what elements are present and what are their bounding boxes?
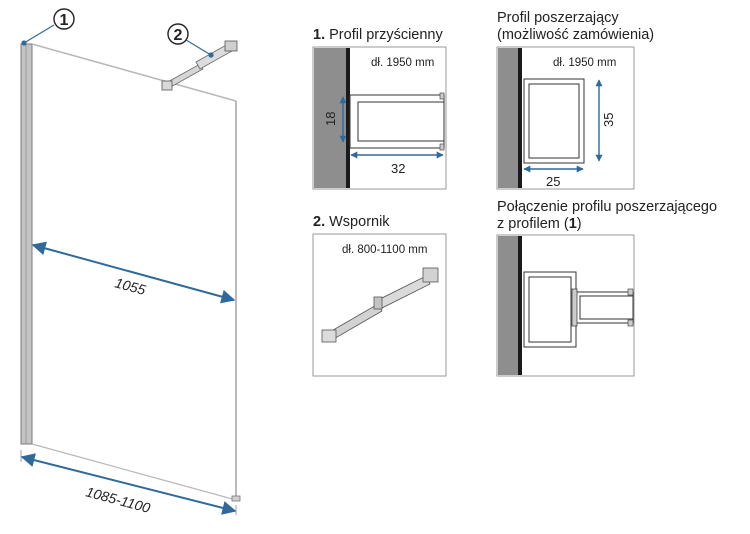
detail-extension-length: dł. 1950 mm [553, 57, 616, 69]
detail-connection-title-line1: Połączenie profilu poszerzającego [497, 199, 718, 215]
detail-connection-title: Połączenie profilu poszerzającego z prof… [497, 199, 717, 233]
detail-extension-dim-vertical-label: 35 [601, 113, 616, 127]
callout-1-circle [53, 8, 75, 30]
dimension-1055-label: 1055 [113, 274, 147, 298]
detail-extension-title: Profil poszerzający (możliwość zamówieni… [497, 10, 654, 44]
glass-top-edge [31, 43, 237, 102]
glass-foot [231, 495, 241, 502]
detail-connection-wall [498, 236, 518, 375]
detail-2-length: dł. 800-1100 mm [342, 244, 427, 256]
callout-2-dot [208, 52, 214, 58]
detail-connection-title-prefix: z profilem ( [497, 216, 569, 232]
detail-2-title: 2. Wspornik [313, 214, 390, 231]
detail-2-bracket-drawing [321, 267, 439, 343]
callout-1-label: 1 [60, 12, 69, 29]
detail-1-dim-horizontal-label: 32 [391, 161, 405, 176]
detail-extension-wall [498, 48, 518, 188]
detail-connection [496, 234, 635, 377]
glass-panel-drawing: 1 2 1055 1085-1100 [20, 8, 241, 516]
detail-bracket: dł. 800-1100 mm [312, 233, 447, 377]
detail-connection-title-line2: z profilem (1) [497, 216, 717, 233]
detail-connection-title-suffix: ) [576, 216, 582, 232]
detail-extension-title-line1: Profil poszerzający [497, 10, 619, 26]
dimension-1085-1100-line [20, 453, 237, 515]
detail-1-title-text: Profil przyścienny [329, 27, 443, 43]
callout-2-label: 2 [174, 27, 183, 44]
detail-1-dim-vertical-label: 18 [323, 112, 338, 126]
glass-bottom-edge [31, 443, 237, 501]
detail-connection-title-ref: 1 [568, 216, 577, 232]
detail-extension-profile: dł. 1950 mm 35 25 [496, 46, 635, 190]
detail-wall-profile: dł. 1950 mm 18 32 [312, 46, 447, 190]
detail-extension-title-line2: (możliwość zamówienia) [497, 27, 655, 43]
callout-1-dot [21, 40, 27, 46]
detail-1-title: 1. Profil przyścienny [313, 27, 443, 44]
detail-2-number: 2. [313, 214, 326, 230]
detail-1-number: 1. [313, 27, 326, 43]
callout-2-circle [167, 23, 189, 45]
detail-2-title-text: Wspornik [329, 214, 390, 230]
dimension-1055-line [31, 241, 236, 304]
detail-1-length: dł. 1950 mm [371, 57, 434, 69]
bracket-top [161, 40, 238, 91]
detail-extension-dim-horizontal-label: 25 [546, 174, 560, 189]
